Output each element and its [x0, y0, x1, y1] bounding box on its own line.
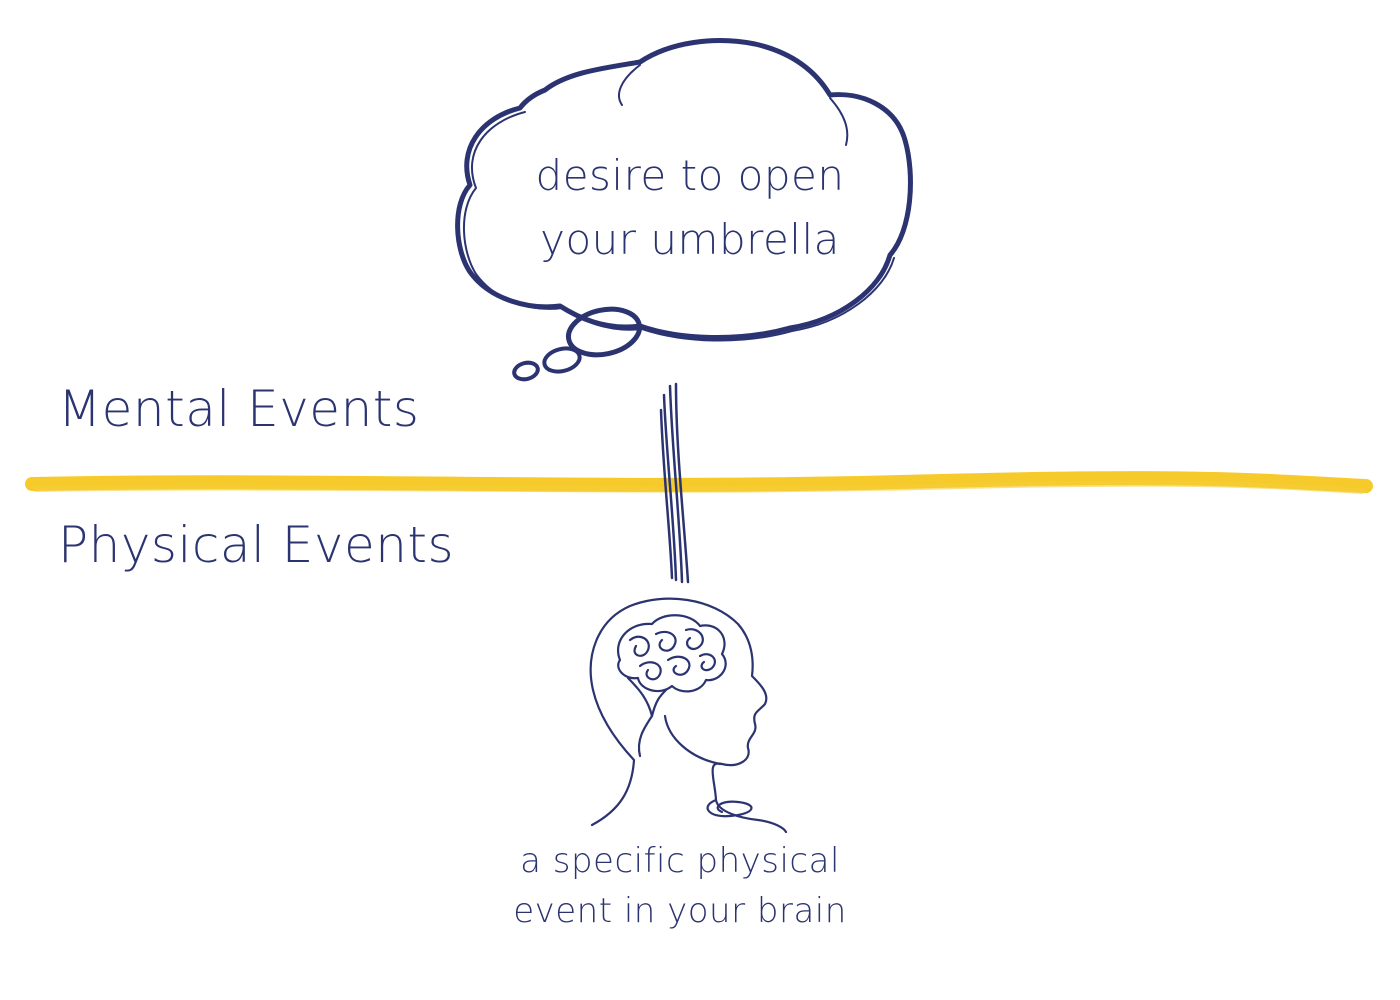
mental-physical-divider	[25, 471, 1373, 494]
thought-bubble-icon	[455, 38, 913, 382]
brain-caption: a specific physical event in your brain	[500, 836, 860, 936]
brain-caption-line-2: event in your brain	[513, 891, 847, 931]
thought-line-2: your umbrella	[540, 215, 840, 264]
thought-bubble-text: desire to open your umbrella	[520, 144, 860, 272]
head-with-brain-icon	[589, 597, 788, 834]
mental-events-label: Mental Events	[58, 380, 420, 438]
thought-line-1: desire to open	[535, 151, 845, 200]
physical-events-label: Physical Events	[58, 516, 455, 574]
connector-lines	[659, 382, 690, 584]
brain-caption-line-1: a specific physical	[520, 841, 840, 881]
